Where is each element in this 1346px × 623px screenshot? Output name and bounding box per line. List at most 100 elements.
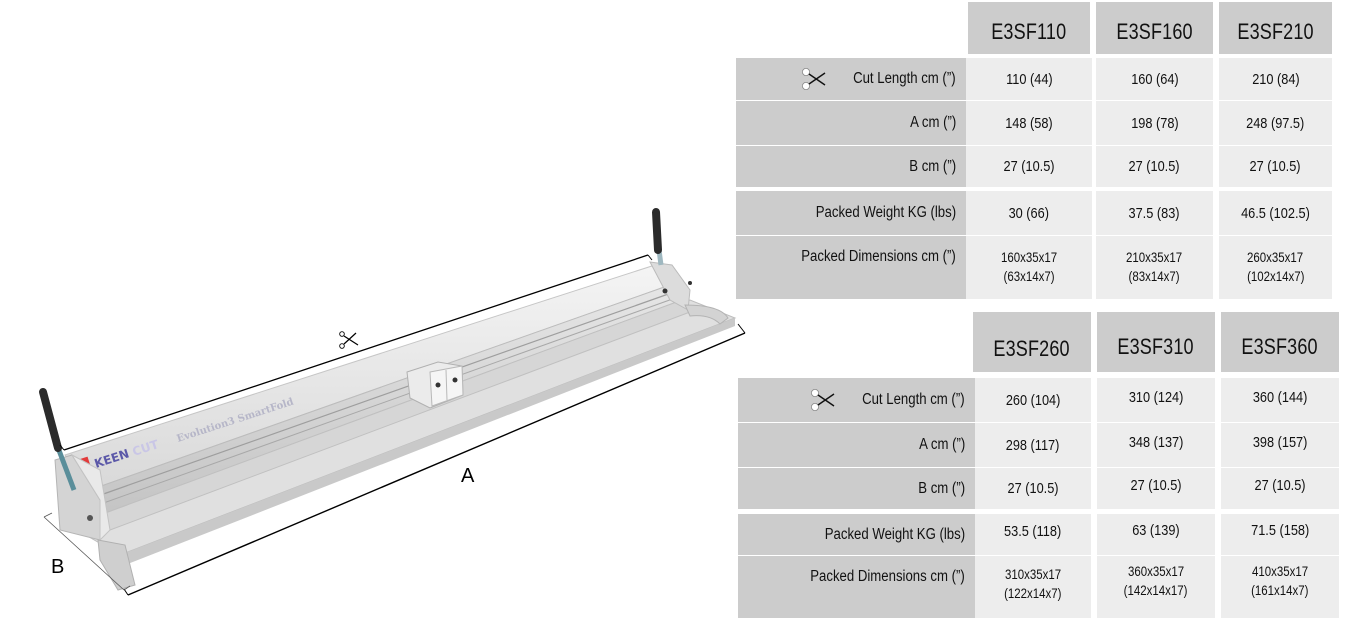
cell-value: 27 (10.5) <box>1249 158 1302 175</box>
cell-value-cm: 410x35x17 <box>1251 564 1309 579</box>
cell: 298 (117) <box>975 423 1091 467</box>
scissors-icon <box>811 389 835 411</box>
right-end-block <box>649 261 729 325</box>
dimension-b <box>43 512 131 591</box>
row-label-text: B cm (”) <box>918 479 965 497</box>
cell-value: 53.5 (118) <box>1004 523 1062 540</box>
cell-value: 63 (139) <box>1132 522 1180 539</box>
cell-value: 160 (64) <box>1130 70 1179 88</box>
cell-value: 27 (10.5) <box>1254 477 1306 494</box>
cell: 260x35x17 (102x14x7) <box>1219 236 1332 299</box>
cell: 398 (157) <box>1221 423 1339 467</box>
dimension-cut-length <box>59 254 653 451</box>
cell-value-cm: 360x35x17 <box>1127 564 1185 579</box>
cell: 63 (139) <box>1097 514 1215 555</box>
cell-value: 360 (144) <box>1252 388 1308 406</box>
model-header-e3sf310: E3SF310 <box>1097 312 1215 372</box>
row-label-packed-weight: Packed Weight KG (lbs) <box>738 514 975 555</box>
dimension-label-a: A <box>461 465 475 487</box>
row-label-cut-length: Cut Length cm (”) <box>736 58 966 100</box>
cell-value: 398 (157) <box>1252 433 1308 451</box>
right-handle <box>652 208 664 266</box>
row-label-text: Packed Dimensions cm (”) <box>801 248 956 265</box>
row-label-text: Packed Weight KG (lbs) <box>815 204 956 221</box>
cell-value-in: (142x14x17) <box>1124 583 1188 598</box>
model-name: E3SF360 <box>1241 334 1319 359</box>
cell: 27 (10.5) <box>1219 146 1332 187</box>
cell: 360x35x17 (142x14x17) <box>1097 556 1215 618</box>
cell: 310 (124) <box>1097 378 1215 422</box>
row-label-text: A cm (”) <box>909 114 956 131</box>
row-label-packed-weight: Packed Weight KG (lbs) <box>736 191 966 235</box>
cell-value-in: (161x14x7) <box>1251 583 1309 598</box>
cell-value-cm: 210x35x17 <box>1126 250 1183 265</box>
cell-value: 37.5 (83) <box>1128 204 1181 222</box>
model-header-e3sf160: E3SF160 <box>1096 2 1213 54</box>
cell-value-cm: 160x35x17 <box>1000 250 1058 265</box>
cell-value-cm: 260x35x17 <box>1247 250 1304 265</box>
cell: 27 (10.5) <box>1096 146 1213 187</box>
rail-body <box>64 264 691 531</box>
cell: 210 (84) <box>1219 58 1332 100</box>
cell: 46.5 (102.5) <box>1219 191 1332 235</box>
row-label-text: B cm (”) <box>909 157 956 175</box>
cell-value: 310 (124) <box>1128 388 1184 406</box>
model-name: E3SF160 <box>1116 19 1193 44</box>
left-handle <box>39 388 77 491</box>
cell: 160 (64) <box>1096 58 1213 100</box>
row-label-b: B cm (”) <box>736 146 966 187</box>
model-name: E3SF110 <box>991 19 1067 44</box>
cell-value: 46.5 (102.5) <box>1241 204 1310 222</box>
cell-value: 27 (10.5) <box>1130 477 1182 494</box>
cell-value: 348 (137) <box>1128 433 1184 451</box>
row-label-text: A cm (”) <box>918 436 965 453</box>
cell-value: 198 (78) <box>1130 114 1179 132</box>
row-label-text: Packed Weight KG (lbs) <box>824 525 965 543</box>
cell: 37.5 (83) <box>1096 191 1213 235</box>
row-label-text: Packed Dimensions cm (”) <box>810 568 965 585</box>
row-label-packed-dimensions: Packed Dimensions cm (”) <box>736 236 966 299</box>
cell: 260 (104) <box>975 378 1091 422</box>
cell: 410x35x17 (161x14x7) <box>1221 556 1339 618</box>
product-illustration: KEEN CUT Evolution3 SmartFold <box>39 208 746 596</box>
model-header-e3sf110: E3SF110 <box>968 2 1090 54</box>
cell-value: 148 (58) <box>1005 114 1053 132</box>
model-header-e3sf360: E3SF360 <box>1221 312 1339 372</box>
cell-value: 260 (104) <box>1005 391 1061 409</box>
cell: 53.5 (118) <box>975 514 1091 555</box>
row-label-text: Cut Length cm (”) <box>862 391 965 408</box>
cell-value: 248 (97.5) <box>1246 114 1305 132</box>
model-name: E3SF260 <box>993 336 1071 361</box>
cell-value: 298 (117) <box>1006 436 1060 454</box>
cell: 71.5 (158) <box>1221 514 1339 555</box>
cell: 27 (10.5) <box>966 146 1092 187</box>
cell-value: 27 (10.5) <box>1007 480 1059 497</box>
cell-value-cm: 310x35x17 <box>1004 567 1062 582</box>
cell-value-in: (122x14x7) <box>1004 586 1062 601</box>
model-header-e3sf260: E3SF260 <box>973 312 1091 372</box>
cell-value-in: (83x14x7) <box>1128 269 1181 284</box>
scissors-icon <box>339 331 359 349</box>
row-label-a: A cm (”) <box>738 423 975 467</box>
cell: 27 (10.5) <box>975 468 1091 509</box>
row-label-packed-dimensions: Packed Dimensions cm (”) <box>738 556 975 618</box>
cell: 248 (97.5) <box>1219 101 1332 145</box>
cell: 148 (58) <box>966 101 1092 145</box>
cell-value: 27 (10.5) <box>1128 158 1181 175</box>
cell-value-in: (63x14x7) <box>1003 269 1055 284</box>
row-label-cut-length: Cut Length cm (”) <box>738 378 975 422</box>
scissors-icon <box>802 68 826 90</box>
cell-value: 30 (66) <box>1008 204 1050 222</box>
cell: 210x35x17 (83x14x7) <box>1096 236 1213 299</box>
cutting-head <box>406 361 464 409</box>
row-label-b: B cm (”) <box>738 468 975 509</box>
cell-value: 27 (10.5) <box>1003 158 1055 175</box>
cell: 310x35x17 (122x14x7) <box>975 556 1091 618</box>
row-label-a: A cm (”) <box>736 101 966 145</box>
cell: 27 (10.5) <box>1221 468 1339 509</box>
cell: 110 (44) <box>966 58 1092 100</box>
cell-value-in: (102x14x7) <box>1246 269 1305 284</box>
cell: 348 (137) <box>1097 423 1215 467</box>
dimension-label-b: B <box>51 556 64 578</box>
cell: 160x35x17 (63x14x7) <box>966 236 1092 299</box>
